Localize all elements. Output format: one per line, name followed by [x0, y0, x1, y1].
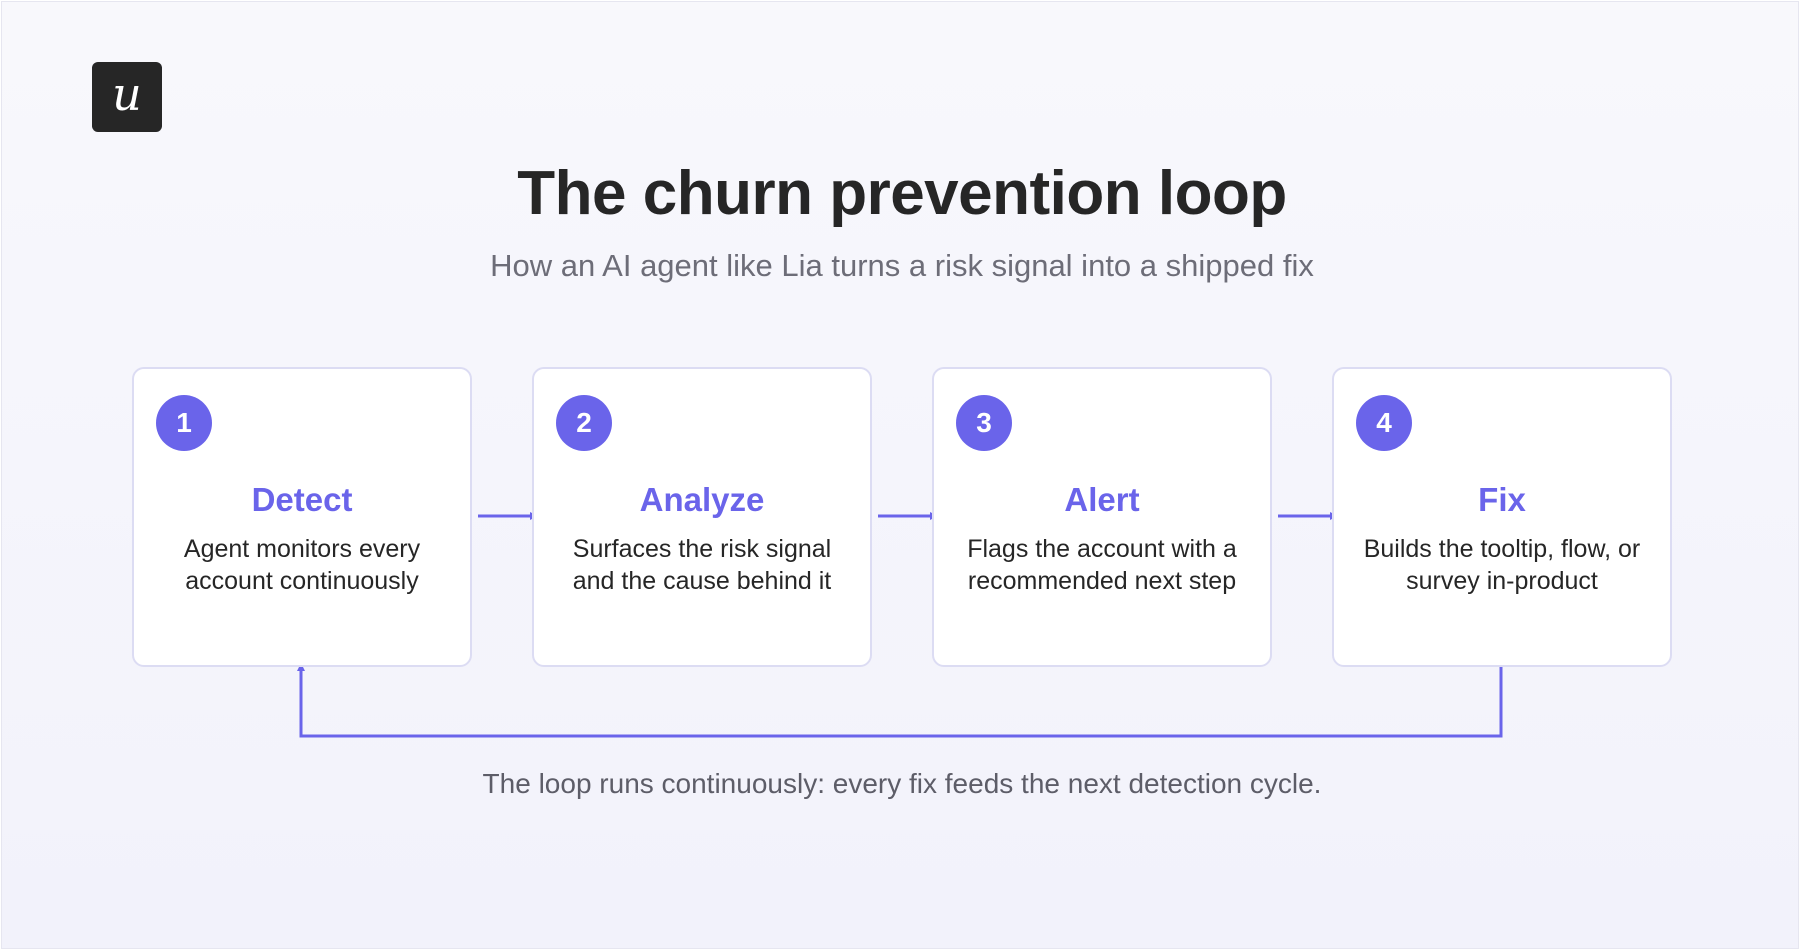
step-title: Fix [1478, 481, 1526, 518]
step-number-badge: 4 [1356, 395, 1412, 451]
step-title: Analyze [639, 481, 765, 518]
step-number-badge: 1 [156, 395, 212, 451]
step-number-badge: 3 [956, 395, 1012, 451]
step-description: Flags the account with a recommended nex… [967, 535, 1237, 595]
logo-letter: u [112, 67, 142, 121]
step-number-badge: 2 [556, 395, 612, 451]
step-card-analyze: 2 Analyze Surfaces the risk signal and t… [532, 367, 872, 667]
step-description: Builds the tooltip, flow, or survey in-p… [1363, 535, 1641, 595]
brand-logo: u [92, 62, 162, 132]
loop-footnote: The loop runs continuously: every fix fe… [482, 768, 1322, 799]
arrow-fix-loop-back-to-detect [297, 663, 1503, 738]
page-title: The churn prevention loop [517, 159, 1287, 228]
step-title: Detect [251, 481, 353, 518]
step-title: Alert [1064, 481, 1140, 518]
step-description: Surfaces the risk signal and the cause b… [572, 535, 832, 595]
page-subtitle: How an AI agent like Lia turns a risk si… [490, 248, 1314, 283]
step-card-detect: 1 Detect Agent monitors every account co… [132, 367, 472, 667]
step-card-alert: 3 Alert Flags the account with a recomme… [932, 367, 1272, 667]
step-card-fix: 4 Fix Builds the tooltip, flow, or surve… [1332, 367, 1672, 667]
step-description: Agent monitors every account continuousl… [183, 535, 421, 595]
